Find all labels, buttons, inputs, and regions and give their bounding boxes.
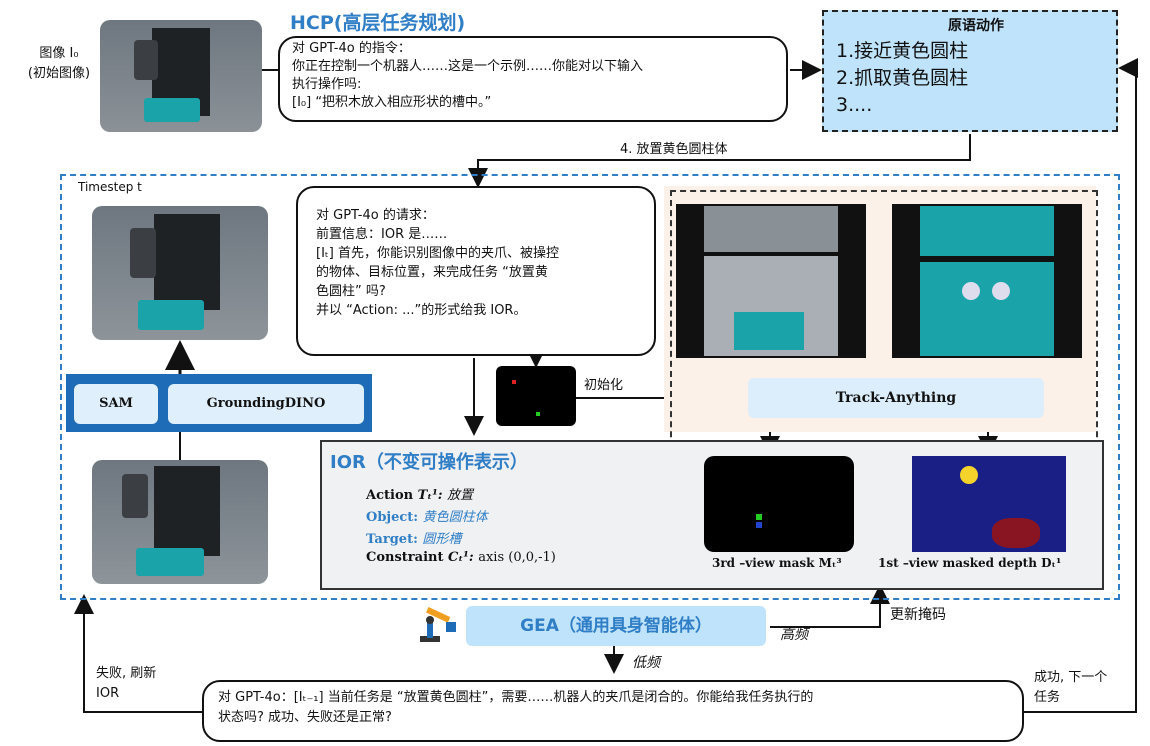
low-freq-label: 低频 (632, 655, 660, 671)
request-line5: 色圆柱” 吗? (316, 284, 386, 299)
step4-label: 4. 放置黄色圆柱体 (620, 142, 728, 157)
slot-shape (992, 282, 1010, 300)
ior-constraint-value: axis (0,0,-1) (478, 550, 556, 565)
first-view-depth-label: 1st –view masked depth Dₜ¹ (878, 556, 1062, 570)
status-query-bubble: 对 GPT-4o：[Iₜ₋₁] 当前任务是 “放置黄色圆柱”，需要……机器人的夹… (202, 680, 1024, 742)
gpt-request-bubble: 对 GPT-4o 的请求： 前置信息：IOR 是…… [Iₜ] 首先，你能识别图… (296, 186, 656, 356)
robot-arm-icon-svg (420, 607, 456, 642)
shape-sorter (136, 548, 204, 576)
ior-constraint-symbol: Cₜ¹: (448, 550, 474, 565)
shape-sorter (144, 98, 200, 122)
request-line2: 前置信息：IOR 是…… (316, 227, 448, 242)
gea-label: GEA（通用具身智能体） (520, 616, 712, 636)
ior-object: Object: 黄色圆柱体 (366, 506, 488, 525)
ior-target: Target: 圆形槽 (366, 528, 461, 547)
robot-arm (122, 474, 148, 518)
shape-sorter (138, 300, 204, 330)
instruction-line1: 对 GPT-4o 的指令： (292, 41, 411, 56)
first-view-depth-panel (912, 456, 1066, 552)
mask-object-green (756, 514, 762, 520)
timestep-photo (92, 206, 268, 340)
depth-blob-red (992, 518, 1040, 548)
mask-dot-red (512, 380, 516, 384)
instruction-line2: 你正在控制一个机器人……这是一个示例……你能对以下输入 (292, 59, 644, 74)
timestep-label: Timestep t (78, 180, 142, 194)
primitives-box: 原语动作 1.接近黄色圆柱 2.抓取黄色圆柱 3.... (822, 10, 1118, 132)
request-line1: 对 GPT-4o 的请求： (316, 208, 435, 223)
sam-box: SAM (74, 384, 158, 424)
ior-action-key: Action (366, 488, 414, 503)
sorter-teal (734, 312, 804, 350)
sam-label: SAM (99, 396, 133, 411)
depth-blob-yellow (960, 466, 978, 484)
ior-action-value: 放置 (447, 488, 474, 503)
first-view-filmstrip (892, 204, 1082, 358)
film-frame-top (920, 206, 1054, 256)
ior-title: IOR（不变可操作表示） (330, 452, 528, 473)
robot-arm-icon (416, 600, 460, 644)
primitive-item-1: 1.接近黄色圆柱 (836, 40, 969, 62)
cabinet (154, 466, 220, 556)
ior-object-key: Object: (366, 510, 419, 525)
slot-shape (962, 282, 980, 300)
initial-image-label-line2: (初始图像) (27, 66, 91, 81)
ior-target-value: 圆形槽 (422, 532, 462, 547)
update-mask-label: 更新掩码 (890, 607, 946, 623)
grounding-dino-box: GroundingDINO (168, 384, 364, 424)
third-view-filmstrip (676, 204, 866, 358)
gea-box: GEA（通用具身智能体） (466, 606, 766, 646)
robot-arm (134, 40, 158, 80)
cabinet (154, 214, 220, 310)
fail-label-line2: IOR (96, 686, 120, 701)
instruction-line4: [I₀] “把积木放入相应形状的槽中。” (292, 95, 492, 110)
ior-action-symbol: Tₜ¹: (417, 488, 443, 503)
status-line1: 对 GPT-4o：[Iₜ₋₁] 当前任务是 “放置黄色圆柱”，需要……机器人的夹… (218, 690, 814, 705)
third-view-mask-panel (704, 456, 854, 552)
track-anything-box: Track-Anything (748, 378, 1044, 418)
instruction-line3: 执行操作吗: (292, 77, 362, 92)
film-frame-top (704, 206, 838, 252)
track-anything-label: Track-Anything (835, 390, 957, 406)
grounding-dino-label: GroundingDINO (206, 396, 326, 411)
ior-target-key: Target: (366, 532, 418, 547)
init-label: 初始化 (584, 378, 624, 393)
status-line2: 状态吗? 成功、失败还是正常? (218, 710, 392, 725)
ior-object-value: 黄色圆柱体 (422, 510, 488, 525)
success-label-line2: 任务 (1034, 690, 1061, 705)
ior-action: Action Tₜ¹: 放置 (366, 484, 473, 503)
hcp-title: HCP(高层任务规划) (290, 12, 466, 34)
fail-label: 失败, 刷新 IOR (96, 664, 156, 704)
success-label: 成功, 下一个 任务 (1034, 668, 1107, 708)
success-label-line1: 成功, 下一个 (1034, 670, 1108, 685)
processed-photo (92, 460, 268, 584)
request-line6: 并以 “Action: ...”的形式给我 IOR。 (316, 303, 527, 318)
robot-arm (130, 228, 156, 278)
initial-image-label: 图像 I₀ (初始图像) (22, 44, 96, 84)
ior-constraint: Constraint Cₜ¹: axis (0,0,-1) (366, 550, 556, 565)
request-line4: 的物体、目标位置，来完成任务 “放置黄 (316, 265, 548, 280)
high-freq-label: 高频 (780, 627, 808, 643)
primitive-item-3: 3.... (836, 94, 873, 116)
initial-mask-thumbnail (496, 366, 576, 426)
gpt-instruction-bubble: 对 GPT-4o 的指令： 你正在控制一个机器人……这是一个示例……你能对以下输… (278, 36, 788, 122)
timestep-region (60, 174, 1120, 600)
film-frame-bottom (920, 262, 1054, 356)
primitive-item-2: 2.抓取黄色圆柱 (836, 67, 969, 89)
ior-constraint-key: Constraint (366, 550, 444, 565)
mask-dot-green (536, 412, 540, 416)
primitives-title: 原语动作 (948, 18, 1004, 34)
initial-image-photo (100, 20, 262, 132)
third-view-mask-label: 3rd –view mask Mₜ³ (712, 556, 842, 570)
fail-label-line1: 失败, 刷新 (96, 666, 157, 681)
mask-object-blue (756, 522, 762, 528)
request-line3: [Iₜ] 首先，你能识别图像中的夹爪、被操控 (316, 246, 559, 261)
initial-image-label-line1: 图像 I₀ (39, 46, 79, 61)
